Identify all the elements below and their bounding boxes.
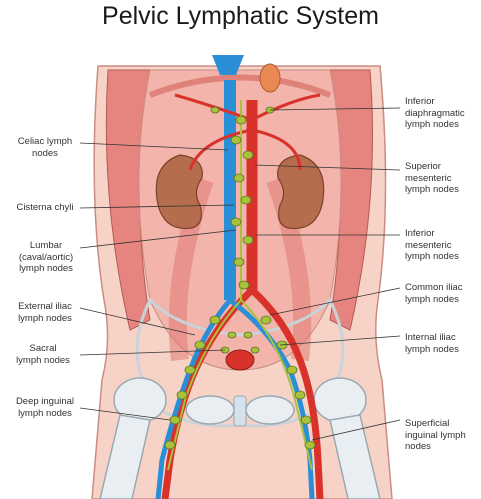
leader-lines <box>79 107 401 441</box>
femur-right <box>329 414 381 499</box>
label-celiac-lymph-nodes: Celiac lymph nodes <box>17 136 73 159</box>
lymph-nodes <box>164 106 316 450</box>
label-inferior-diaphragmatic-lymph-nodes: Inferior diaphragmatic lymph nodes <box>405 96 465 130</box>
aorta-top <box>259 63 281 93</box>
label-cisterna-chyli: Cisterna chyli <box>16 202 74 213</box>
label-inferior-mesenteric-lymph-nodes: Inferior mesenteric lymph nodes <box>405 228 459 262</box>
iliac-artery-right <box>249 287 324 499</box>
rectum <box>225 349 255 371</box>
label-deep-inguinal-lymph-nodes: Deep inguinal lymph nodes <box>15 396 75 419</box>
label-lumbar-lymph-nodes: Lumbar (caval/aortic) lymph nodes <box>18 240 74 274</box>
kidney-right <box>277 154 325 230</box>
label-internal-iliac-lymph-nodes: Internal iliac lymph nodes <box>405 332 459 355</box>
esophagus <box>212 55 244 75</box>
label-sacral-lymph-nodes: Sacral lymph nodes <box>16 343 70 366</box>
label-superficial-inguinal-lymph-nodes: Superficial inguinal lymph nodes <box>405 418 466 452</box>
celiac-branches <box>174 93 321 171</box>
kidney-left <box>155 154 203 230</box>
label-external-iliac-lymph-nodes: External iliac lymph nodes <box>18 301 72 324</box>
pubic-right <box>245 395 295 425</box>
label-superior-mesenteric-lymph-nodes: Superior mesenteric lymph nodes <box>405 161 459 195</box>
label-common-iliac-lymph-nodes: Common iliac lymph nodes <box>405 282 463 305</box>
pubic-left <box>185 395 235 425</box>
page-title: Pelvic Lymphatic System <box>102 2 379 30</box>
pubic-symphysis <box>233 395 247 427</box>
femur-left <box>99 414 151 499</box>
diaphragm <box>148 74 332 98</box>
